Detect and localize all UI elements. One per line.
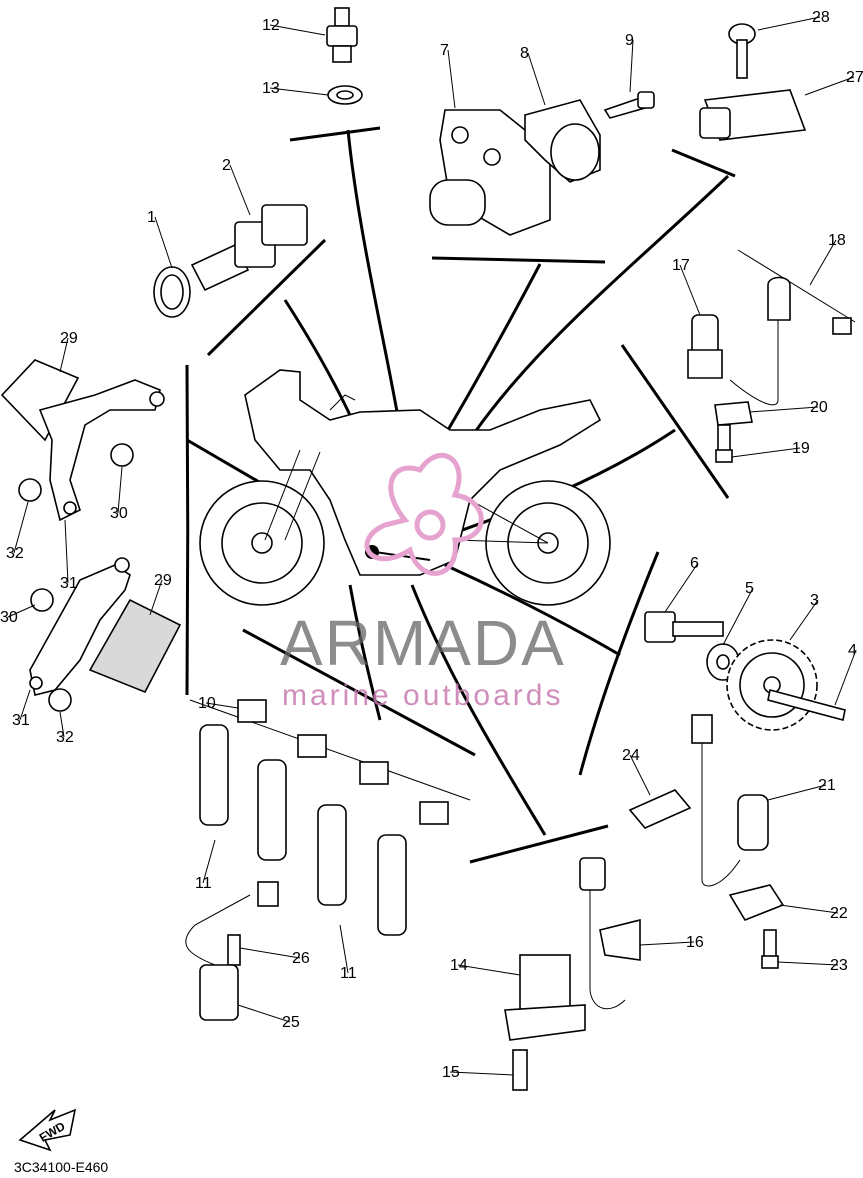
callout-leader <box>639 941 695 946</box>
callout-leader <box>237 1004 291 1023</box>
callout-number: 26 <box>292 950 310 967</box>
callout-number: 30 <box>0 609 18 626</box>
callout-leader <box>154 216 173 269</box>
callout-number: 24 <box>622 747 640 764</box>
callout-leader <box>809 239 837 286</box>
callout-number: 16 <box>686 934 704 951</box>
callout-number: 23 <box>830 957 848 974</box>
callout-leader <box>629 754 651 796</box>
watermark-brand: ARMADA <box>280 607 566 679</box>
callout-leader <box>202 839 216 884</box>
callout-leader <box>269 87 329 96</box>
callout-leader <box>527 52 546 106</box>
callout-number: 21 <box>818 777 836 794</box>
callout-number: 20 <box>810 399 828 416</box>
callout-number: 32 <box>6 545 24 562</box>
callout-number: 25 <box>282 1014 300 1031</box>
callout-number: 13 <box>262 80 280 97</box>
callout-number: 11 <box>195 875 212 892</box>
callout-number: 22 <box>830 905 848 922</box>
callout-leader <box>449 1071 514 1076</box>
callout-number: 1 <box>147 209 156 226</box>
callout-leader <box>59 337 69 373</box>
callout-leader <box>239 947 301 959</box>
callout-leader <box>269 24 326 36</box>
diagram-code: 3C34100-E460 <box>14 1159 108 1175</box>
motorcycle-illustration <box>199 369 611 606</box>
callout-number: 3 <box>810 592 819 609</box>
callout-leader <box>731 447 801 458</box>
callout-number: 7 <box>440 42 449 59</box>
callout-leader <box>457 964 521 976</box>
callout-leader <box>447 49 456 109</box>
callout-leader <box>664 562 699 613</box>
callout-number: 5 <box>745 580 754 597</box>
zone-lines <box>185 126 736 864</box>
callout-leader <box>679 264 701 316</box>
callout-leader <box>757 16 821 31</box>
callout-leader <box>19 689 31 721</box>
callout-number: 14 <box>450 957 468 974</box>
callout-number: 10 <box>198 695 216 712</box>
callout-leader <box>339 924 349 974</box>
callout-number: 8 <box>520 45 529 62</box>
callout-number: 29 <box>154 572 172 589</box>
callout-number: 9 <box>625 32 634 49</box>
callout-number: 32 <box>56 729 74 746</box>
callout-number: 19 <box>792 440 810 457</box>
callout-number: 17 <box>672 257 690 274</box>
callout-leader <box>722 587 754 646</box>
callout-number: 4 <box>848 642 857 659</box>
callout-leader <box>7 604 36 618</box>
callout-leader <box>767 784 827 801</box>
callout-labels: 1234567891011111112131415161718192021222… <box>0 0 863 1081</box>
callout-number: 31 <box>12 712 30 729</box>
callout-leader <box>149 579 163 616</box>
callout-number: 15 <box>442 1064 460 1081</box>
callout-number: 31 <box>60 575 78 592</box>
callout-leader <box>789 599 819 641</box>
callout-leader <box>59 711 65 738</box>
callout-number: 11 <box>14 0 31 4</box>
callout-leader <box>229 164 251 216</box>
callout-number: 27 <box>846 69 863 86</box>
callout-leader <box>13 501 29 554</box>
callout-leader <box>64 519 69 584</box>
callout-leader <box>117 466 123 514</box>
callout-number: 28 <box>812 9 830 26</box>
callout-number: 12 <box>262 17 280 34</box>
callout-number: 2 <box>222 157 231 174</box>
callout-leader <box>834 649 857 706</box>
callout-leader <box>804 76 855 96</box>
watermark-tagline: marine outboards <box>282 679 563 712</box>
callout-leader <box>205 702 239 709</box>
watermark-logo: ARMADA marine outboards <box>280 452 566 712</box>
callout-leader <box>749 406 819 413</box>
callout-number: 11 <box>340 965 357 982</box>
callout-number: 18 <box>828 232 846 249</box>
callout-number: 30 <box>110 505 128 522</box>
part-shapes <box>0 7 856 1152</box>
callout-leader <box>629 39 634 93</box>
callout-number: 6 <box>690 555 699 572</box>
callout-leader <box>777 961 839 966</box>
callout-leader <box>779 904 839 914</box>
callout-number: 29 <box>60 330 78 347</box>
